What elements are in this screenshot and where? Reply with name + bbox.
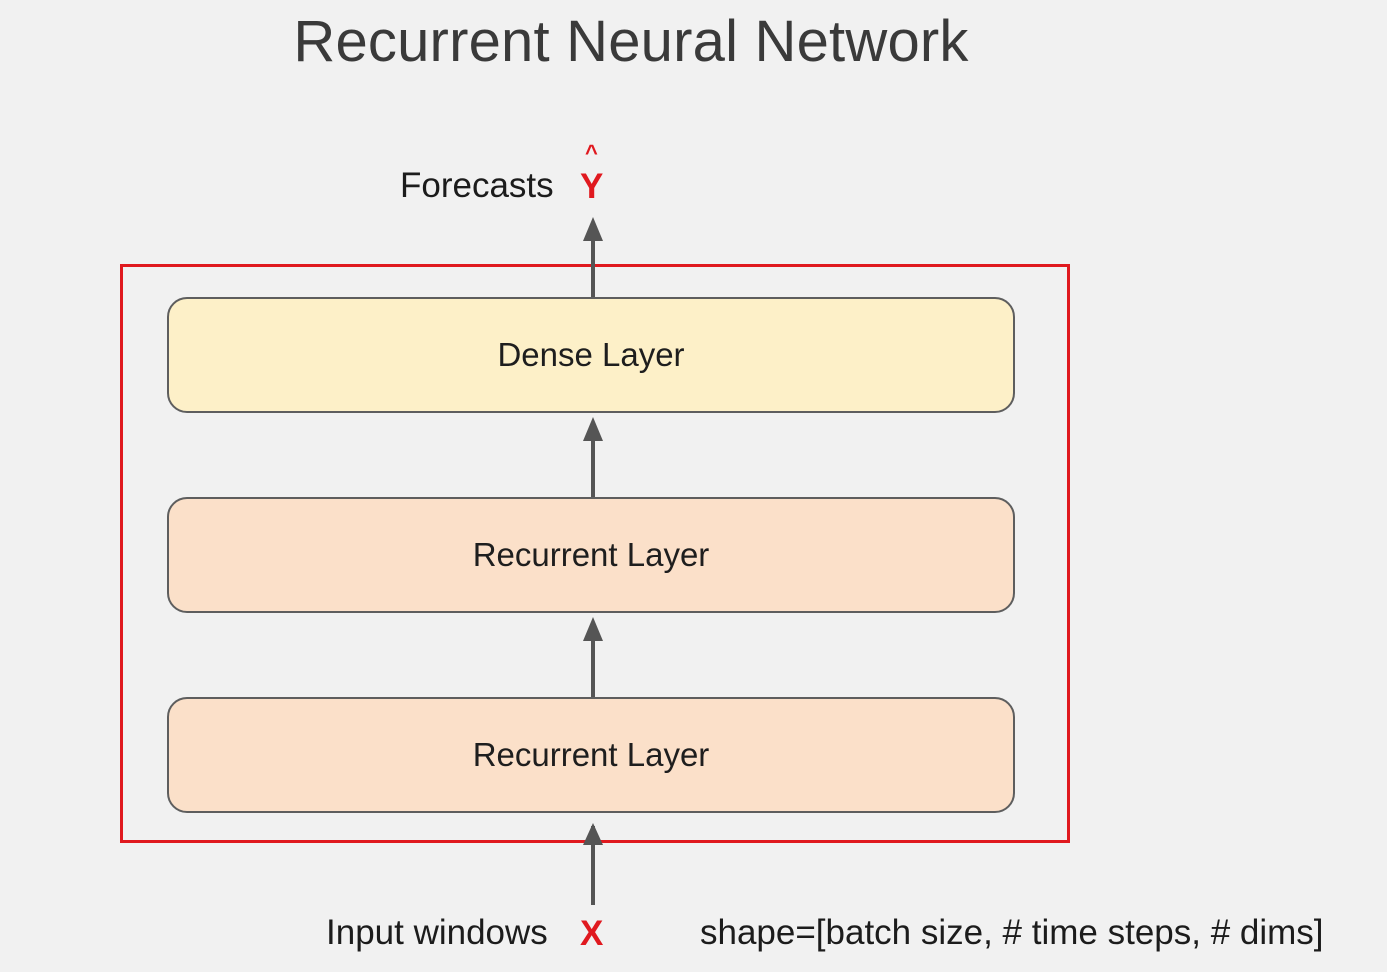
input-windows-label: Input windows (326, 913, 548, 952)
recurrent-to-recurrent-arrow-head (583, 617, 603, 641)
input-shape-label: shape=[batch size, # time steps, # dims] (700, 913, 1324, 952)
recurrent-layer-box-lower: Recurrent Layer (167, 697, 1015, 813)
dense-to-output-arrow-head (583, 217, 603, 241)
diagram-title: Recurrent Neural Network (293, 9, 969, 74)
recurrent-to-dense-arrow-head (583, 417, 603, 441)
dense-layer-label: Dense Layer (497, 336, 685, 373)
forecasts-label: Forecasts (400, 166, 554, 205)
input-arrow-head (583, 823, 603, 845)
dense-layer-box: Dense Layer (167, 297, 1015, 413)
recurrent-layer-box-upper: Recurrent Layer (167, 497, 1015, 613)
recurrent-layer-label-lower: Recurrent Layer (472, 736, 710, 773)
recurrent-layer-label-upper: Recurrent Layer (472, 536, 710, 573)
x-input-symbol: X (580, 914, 604, 953)
y-hat-symbol: ^ (585, 140, 598, 165)
y-output-symbol: Y (580, 167, 604, 206)
